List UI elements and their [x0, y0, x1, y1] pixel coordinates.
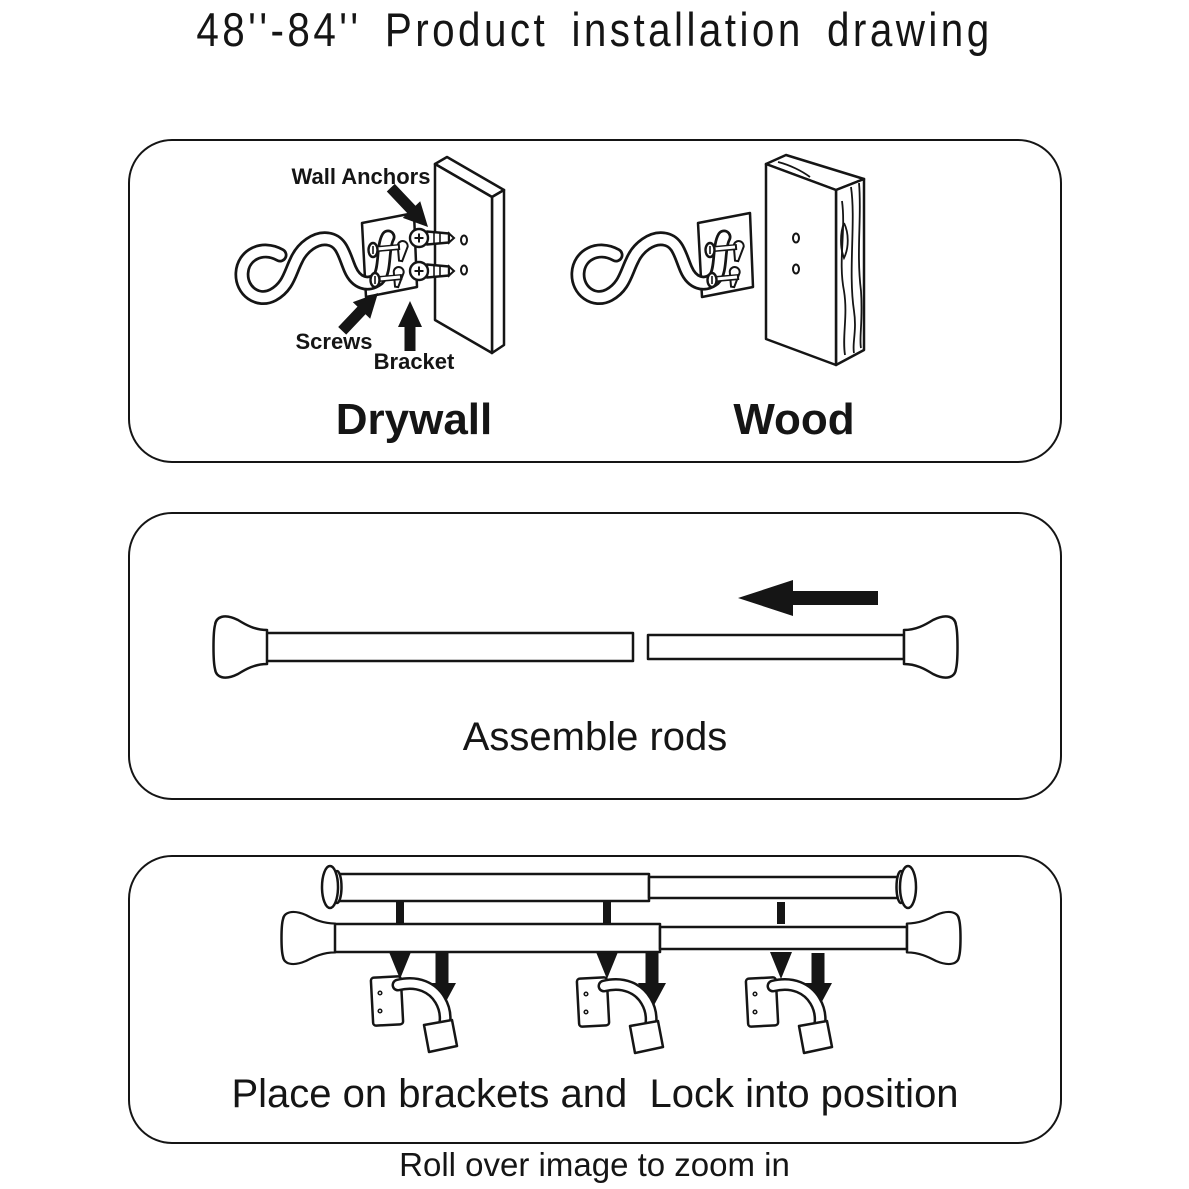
right-finial: [905, 910, 962, 966]
drywall-slab: [433, 155, 506, 355]
wood-slab: [764, 153, 866, 367]
drywall-diagram: [242, 155, 506, 355]
wall-anchors-label: Wall Anchors: [291, 164, 431, 189]
rod-right-half: [646, 633, 906, 661]
assemble-diagram: [212, 580, 959, 679]
assemble-caption: Assemble rods: [462, 715, 728, 759]
page-title: 48''-84'' Product installation drawing: [196, 3, 993, 56]
up-right-arrow-icon: [338, 293, 378, 335]
place-caption: Place on brackets and Lock into position: [231, 1072, 959, 1116]
wood-caption: Wood: [733, 395, 855, 444]
left-arrow-icon: [738, 580, 878, 616]
wood-diagram: [578, 153, 866, 367]
down-right-arrow-icon: [386, 183, 428, 227]
screws-label: Screws: [295, 329, 373, 354]
left-finial: [212, 615, 269, 679]
right-finial: [902, 615, 959, 679]
drywall-caption: Drywall: [335, 395, 493, 444]
panel-place: Place on brackets and Lock into position: [128, 855, 1062, 1144]
up-arrow-icon: [398, 301, 422, 351]
finial-rod: [280, 910, 962, 966]
panel-assemble: Assemble rods: [128, 512, 1062, 800]
left-finial: [280, 910, 337, 966]
mounting-diagram: [130, 153, 866, 367]
place-diagram: [280, 864, 962, 1138]
plain-rod: [320, 864, 918, 910]
rod-left-half: [263, 631, 635, 663]
drywall-bracket-drawing: [242, 213, 417, 298]
wood-bracket-drawing: [578, 213, 753, 298]
footer-note: Roll over image to zoom in: [399, 1146, 790, 1183]
panel-mounting: Wall Anchors Screws Bracket Drywall Wood: [128, 139, 1062, 463]
bracket-label: Bracket: [373, 349, 455, 374]
